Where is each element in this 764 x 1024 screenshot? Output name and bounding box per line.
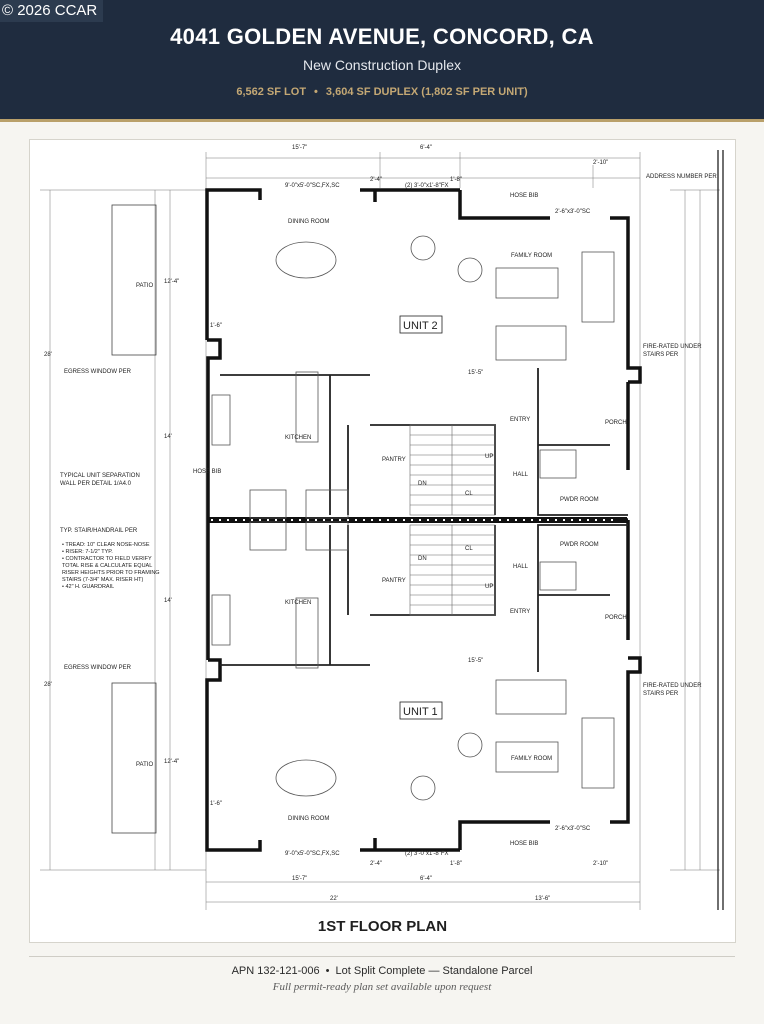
stair-note-6: STAIRS (7-3/4" MAX. RISER HT)	[62, 577, 143, 583]
entry-label-unit2: ENTRY	[510, 417, 530, 423]
stair-dn-unit2: DN	[418, 481, 427, 487]
dim-bottom-13-6: 13'-6"	[535, 896, 550, 902]
dim-door-b-top: (2) 3'-0"x1'-8"FX	[405, 183, 449, 189]
dining-room-label-unit2: DINING ROOM	[288, 219, 329, 225]
footer-parcel-info: APN 132-121-006 • Lot Split Complete — Sta…	[0, 965, 764, 977]
dim-1-6-top: 1'-6"	[210, 323, 222, 329]
entry-label-unit1: ENTRY	[510, 609, 530, 615]
plan-set-note: Full permit-ready plan set available upo…	[272, 981, 492, 993]
stair-note-1: • TREAD: 10" CLEAR NOSE-NOSE	[62, 542, 150, 548]
dim-left-12-4-top: 12'-4"	[164, 279, 179, 285]
dim-door-b-bottom: (2) 3'-0"x1'-8"FX	[405, 851, 449, 857]
egress-window-note-bottom: EGRESS WINDOW PER	[64, 665, 132, 671]
unit-2-label: UNIT 2	[403, 320, 438, 332]
unit-separation-note-2: WALL PER DETAIL 1/A4.0	[60, 481, 132, 487]
dim-bottom-a: 15'-7"	[292, 876, 307, 882]
stair-dn-unit1: DN	[418, 556, 427, 562]
lot-split-status: Lot Split Complete — Standalone Parcel	[335, 965, 533, 977]
dim-bottom-22: 22'	[330, 896, 338, 902]
dim-left-28-bottom: 28'	[44, 682, 52, 688]
duplex-size: 3,604 SF DUPLEX (1,802 SF PER UNIT)	[325, 86, 528, 98]
dim-top-c: 2'-10"	[593, 160, 608, 166]
footer-separator: •	[325, 965, 330, 977]
stair-note-2: • RISER: 7-1/2" TYP.	[62, 549, 113, 555]
patio-label-unit1: PATIO	[136, 762, 153, 768]
family-room-label-unit1: FAMILY ROOM	[511, 756, 552, 762]
dim-top-b: 6'-4"	[420, 145, 432, 151]
dim-2-4-bottom: 2'-4"	[370, 861, 382, 867]
stair-note-5: RISER HEIGHTS PRIOR TO FRAMING	[62, 570, 160, 576]
dim-left-14-top: 14'	[164, 434, 172, 440]
dim-door-c-top: 2'-6"x3'-0"SC	[555, 209, 591, 215]
pantry-label-unit1: PANTRY	[382, 578, 406, 584]
dim-top-a: 15'-7"	[292, 145, 307, 151]
copyright-watermark: © 2026 CCAR	[0, 0, 104, 22]
pwdr-room-label-unit2: PWDR ROOM	[560, 497, 599, 503]
stair-up-unit2: UP	[485, 454, 493, 460]
kitchen-label-unit1: KITCHEN	[285, 600, 311, 606]
dim-2-4-top: 2'-4"	[370, 177, 382, 183]
egress-window-note-top: EGRESS WINDOW PER	[64, 369, 132, 375]
hose-bib-note-top: HOSE BIB	[510, 193, 538, 199]
dim-door-a-bottom: 9'-0"x5'-0"SC,FX,SC	[285, 851, 340, 857]
hall-label-unit1: HALL	[513, 564, 529, 570]
dim-mid-15-5-top: 15'-5"	[468, 370, 483, 376]
dim-left-28-top: 28'	[44, 352, 52, 358]
hall-label-unit2: HALL	[513, 472, 529, 478]
dim-1-8-bottom: 1'-8"	[450, 861, 462, 867]
closet-label-unit2: CL	[465, 491, 473, 497]
fire-rated-note-bottom-2: STAIRS PER	[643, 691, 679, 697]
dim-mid-15-5-bottom: 15'-5"	[468, 658, 483, 664]
hose-bib-note-mid: HOSE BIB	[193, 469, 221, 475]
pwdr-room-label-unit1: PWDR ROOM	[560, 542, 599, 548]
hose-bib-note-bottom: HOSE BIB	[510, 841, 538, 847]
stair-handrail-note: TYP. STAIR/HANDRAIL PER	[60, 528, 138, 534]
dim-bottom-b: 6'-4"	[420, 876, 432, 882]
dim-1-8-top: 1'-8"	[450, 177, 462, 183]
stair-note-7: • 42" H. GUARDRAIL	[62, 584, 114, 590]
fire-rated-note-bottom-1: FIRE-RATED UNDER	[643, 683, 702, 689]
family-room-label-unit2: FAMILY ROOM	[511, 253, 552, 259]
dim-door-a-top: 9'-0"x5'-0"SC,FX,SC	[285, 183, 340, 189]
closet-label-unit1: CL	[465, 546, 473, 552]
address-number-note: ADDRESS NUMBER PER	[646, 174, 717, 180]
dim-door-c-bottom: 2'-6"x3'-0"SC	[555, 826, 591, 832]
dim-bottom-c: 2'-10"	[593, 861, 608, 867]
kitchen-label-unit2: KITCHEN	[285, 435, 311, 441]
fire-rated-note-top-1: FIRE-RATED UNDER	[643, 344, 702, 350]
property-subtitle: New Construction Duplex	[303, 57, 461, 73]
pantry-label-unit2: PANTRY	[382, 457, 406, 463]
dim-left-12-4-bottom: 12'-4"	[164, 759, 179, 765]
patio-label-unit2: PATIO	[136, 283, 153, 289]
lot-size: 6,562 SF LOT	[236, 86, 307, 98]
floor-plan-frame: DINING ROOM FAMILY ROOM KITCHEN PANTRY E…	[29, 139, 736, 943]
property-address-title: 4041 GOLDEN AVENUE, CONCORD, CA	[170, 24, 594, 49]
dining-room-label-unit1: DINING ROOM	[288, 816, 329, 822]
header-banner: © 2026 CCAR 4041 GOLDEN AVENUE, CONCORD,…	[0, 0, 764, 122]
dim-1-6-bottom: 1'-6"	[210, 801, 222, 807]
property-stats: 6,562 SF LOT • 3,604 SF DUPLEX (1,802 SF P…	[0, 86, 764, 98]
dim-left-14-bottom: 14'	[164, 598, 172, 604]
apn-number: APN 132-121-006	[231, 965, 320, 977]
stair-up-unit1: UP	[485, 584, 493, 590]
stair-note-3: • CONTRACTOR TO FIELD VERIFY	[62, 556, 152, 562]
unit-separation-note-1: TYPICAL UNIT SEPARATION	[60, 473, 140, 479]
floor-plan-title: 1ST FLOOR PLAN	[317, 918, 448, 935]
stair-note-4: TOTAL RISE & CALCULATE EQUAL	[62, 563, 152, 569]
porch-label-unit1: PORCH	[605, 615, 627, 621]
porch-label-unit2: PORCH	[605, 420, 627, 426]
stats-separator: •	[314, 86, 318, 98]
floor-plan-drawing: DINING ROOM FAMILY ROOM KITCHEN PANTRY E…	[40, 145, 724, 910]
unit-1-label: UNIT 1	[403, 706, 438, 718]
footer-divider	[29, 956, 735, 957]
fire-rated-note-top-2: STAIRS PER	[643, 352, 679, 358]
